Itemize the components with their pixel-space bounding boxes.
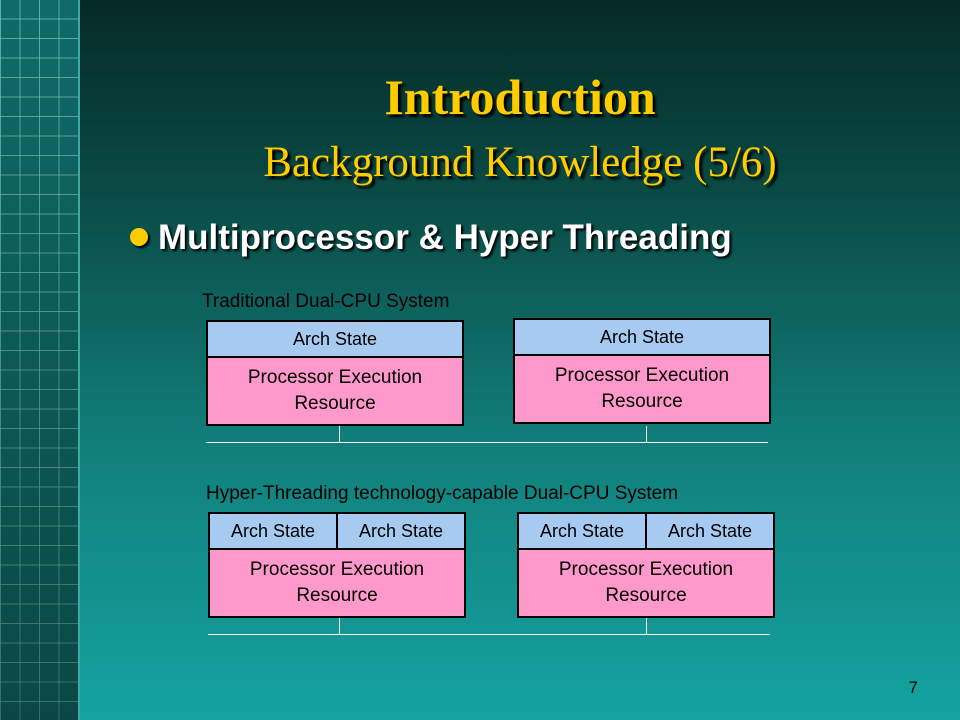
bullet-item: Multiprocessor & Hyper Threading [130, 218, 732, 258]
execution-label-line1: Processor Execution [558, 559, 734, 580]
arch-state-box: Arch State [206, 320, 464, 358]
execution-label-line1: Processor Execution [554, 365, 730, 386]
page-number: 7 [908, 678, 918, 697]
arch-state-box: Arch State [513, 318, 771, 356]
arch-state-box: Arch State [647, 512, 775, 550]
arch-state-box: Arch State [338, 512, 466, 550]
bullet-text: Multiprocessor & Hyper Threading [158, 218, 732, 257]
hyperthreading-cpu-2: Arch State Arch State Processor Executio… [517, 512, 775, 618]
bus-tap-line [646, 618, 647, 634]
arch-state-box: Arch State [208, 512, 338, 550]
system-bus-line [208, 634, 770, 635]
bus-tap-line [339, 618, 340, 634]
hyperthreading-system-label: Hyper-Threading technology-capable Dual-… [206, 483, 679, 504]
execution-label-line1: Processor Execution [249, 559, 425, 580]
system-bus-line [206, 442, 768, 443]
execution-label-line2: Resource [294, 393, 376, 414]
execution-label-line2: Resource [296, 585, 378, 606]
execution-label-line1: Processor Execution [247, 367, 423, 388]
decorative-grid-strip [0, 0, 80, 720]
traditional-system-label: Traditional Dual-CPU System [202, 291, 450, 312]
bus-tap-line [646, 426, 647, 442]
bullet-dot-icon [130, 227, 148, 246]
slide-title: Introduction [384, 69, 656, 125]
execution-label-line2: Resource [605, 585, 687, 606]
execution-label-line2: Resource [601, 391, 683, 412]
slide-subtitle: Background Knowledge (5/6) [263, 139, 777, 186]
arch-state-box: Arch State [517, 512, 647, 550]
bus-tap-line [339, 426, 340, 442]
hyperthreading-cpu-1: Arch State Arch State Processor Executio… [208, 512, 466, 618]
